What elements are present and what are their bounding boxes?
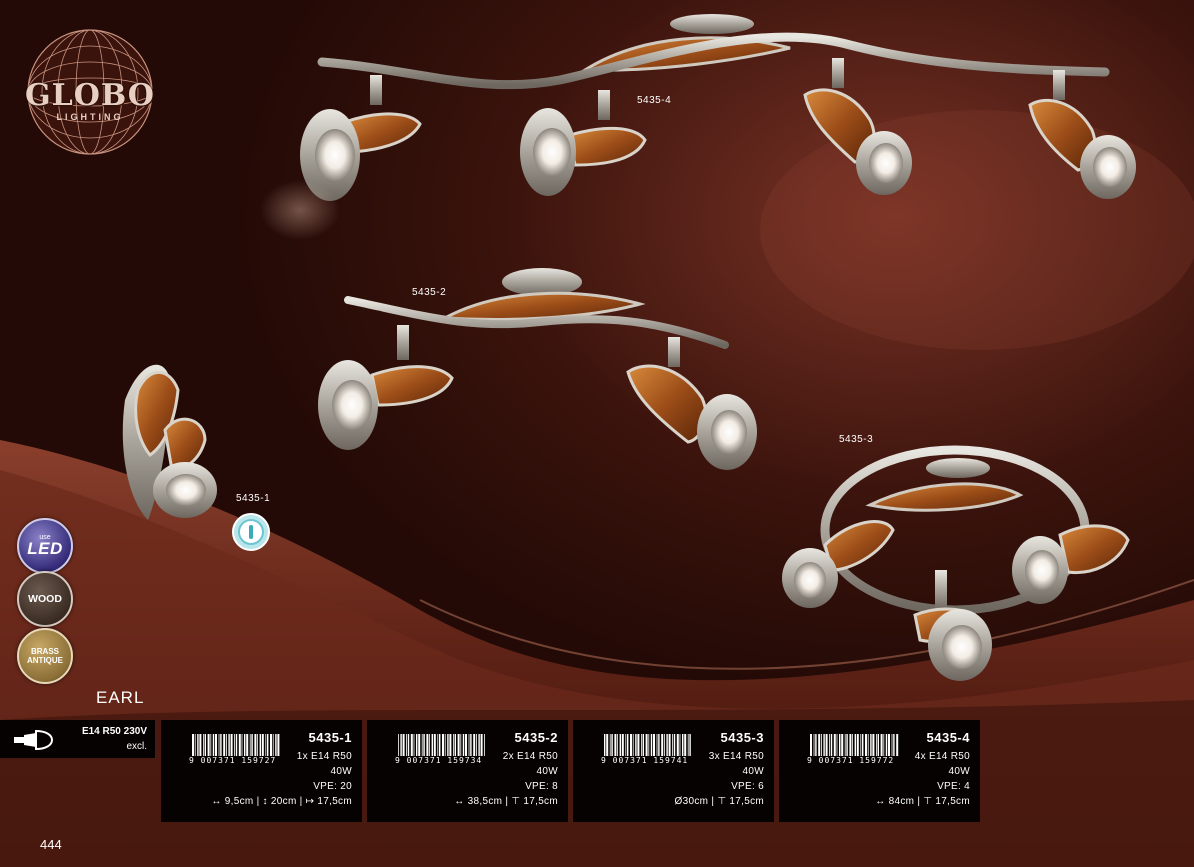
product-vpe: VPE: 20: [313, 781, 352, 792]
led-badge-use: use: [39, 533, 51, 541]
product-bulbs: 1x E14 R50: [296, 751, 352, 762]
brass-antique-badge: BRASS ANTIQUE: [17, 628, 73, 684]
image-label-5435-3: 5435-3: [839, 434, 874, 445]
product-dimensions: Ø30cm | ⊤ 17,5cm: [674, 796, 764, 807]
product-wattage: 40W: [948, 766, 970, 777]
switch-icon: [232, 513, 270, 551]
product-dimensions: ↔ 38,5cm | ⊤ 17,5cm: [454, 796, 558, 807]
brand-subtitle: LIGHTING: [56, 112, 124, 122]
product-wattage: 40W: [330, 766, 352, 777]
wood-badge-label: WOOD: [28, 593, 62, 605]
brass-badge-line1: BRASS: [30, 647, 59, 656]
product-dimensions: ↔ 84cm | ⊤ 17,5cm: [875, 796, 970, 807]
series-title: EARL: [96, 688, 145, 707]
barcode-number: 9 007371 159741: [601, 756, 689, 765]
image-label-5435-4: 5435-4: [637, 95, 672, 106]
product-vpe: VPE: 4: [937, 781, 970, 792]
product-code: 5435-4: [926, 730, 970, 745]
use-led-badge: use LED: [17, 518, 73, 574]
product-bulbs: 4x E14 R50: [914, 751, 970, 762]
page-number: 444: [40, 837, 62, 852]
bulb-icon: [14, 729, 54, 751]
product-code: 5435-2: [514, 730, 558, 745]
led-badge-label: LED: [27, 538, 63, 558]
barcode-number: 9 007371 159727: [189, 756, 277, 765]
bulb-type: E14 R50 230V: [81, 726, 147, 737]
product-image-5435-1: [122, 364, 217, 520]
product-code: 5435-1: [308, 730, 352, 745]
product-card-5435-2: 9 007371 159734 5435-2 2x E14 R50 40W VP…: [367, 720, 568, 822]
product-card-5435-4: 9 007371 159772 5435-4 4x E14 R50 40W VP…: [779, 720, 980, 822]
brass-badge-line2: ANTIQUE: [27, 656, 63, 665]
barcode-number: 9 007371 159734: [395, 756, 483, 765]
product-wattage: 40W: [536, 766, 558, 777]
brand-name: GLOBO: [25, 78, 155, 113]
barcode-icon: [604, 734, 691, 756]
brand-logo-graphic: [27, 29, 153, 155]
barcode-icon: [810, 734, 899, 756]
product-image-5435-3: [782, 445, 1130, 681]
product-code: 5435-3: [720, 730, 764, 745]
product-bulbs: 3x E14 R50: [708, 751, 764, 762]
bulb-note: excl.: [126, 741, 147, 752]
product-image-5435-2: [318, 268, 757, 470]
product-vpe: VPE: 6: [731, 781, 764, 792]
product-bulbs: 2x E14 R50: [502, 751, 558, 762]
barcode-icon: [192, 734, 280, 756]
product-wattage: 40W: [742, 766, 764, 777]
barcode-icon: [398, 734, 485, 756]
product-dimensions: ↔ 9,5cm | ↕ 20cm | ↦ 17,5cm: [211, 796, 352, 807]
product-image-5435-4: [260, 14, 1136, 240]
bulb-info-box: E14 R50 230V excl.: [0, 720, 155, 758]
image-label-5435-1: 5435-1: [236, 493, 271, 504]
image-label-5435-2: 5435-2: [412, 287, 447, 298]
barcode-number: 9 007371 159772: [807, 756, 895, 765]
brand-logo: GLOBO LIGHTING: [20, 28, 160, 156]
product-vpe: VPE: 8: [525, 781, 558, 792]
product-card-5435-1: 9 007371 159727 5435-1 1x E14 R50 40W VP…: [161, 720, 362, 822]
wood-badge: WOOD: [17, 571, 73, 627]
product-card-5435-3: 9 007371 159741 5435-3 3x E14 R50 40W VP…: [573, 720, 774, 822]
